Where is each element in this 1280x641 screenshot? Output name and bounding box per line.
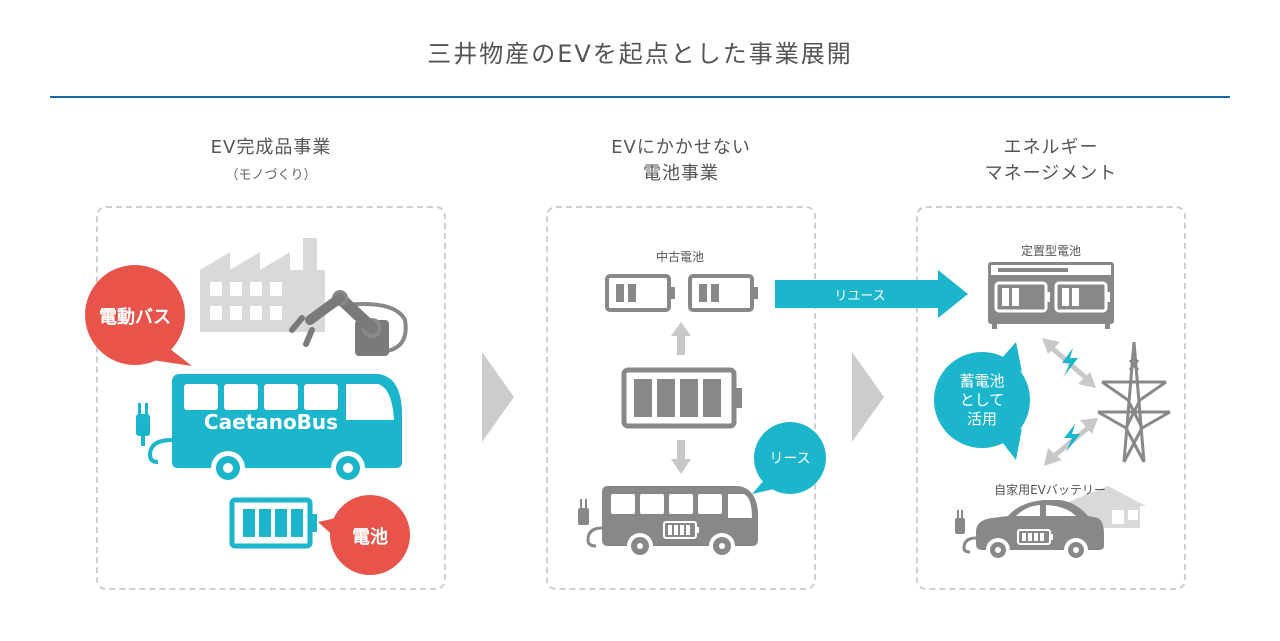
up-arrow-icon: [671, 322, 691, 355]
column-2-title-line1: EVにかかせない: [611, 137, 751, 158]
storage-bubble: [934, 342, 1030, 460]
robot-arm-icon: [289, 290, 408, 356]
bus-brand-label: CaetanoBus: [203, 410, 339, 434]
home-ev-battery-label: 自家用EVバッテリー: [994, 483, 1106, 497]
reuse-arrow-label: リユース: [834, 289, 886, 304]
exchange-arrow-upper-icon: [1042, 338, 1096, 388]
column-2-title: EVにかかせない 電池事業: [546, 135, 816, 187]
page-title: 三井物産のEVを起点とした事業展開: [427, 40, 853, 68]
storage-bubble-line3: 活用: [966, 410, 997, 428]
power-tower-icon: [1097, 341, 1171, 463]
battery-bubble-label: 電池: [352, 527, 388, 548]
battery-pack-icon: [621, 367, 742, 429]
column-1-subtitle: （モノづくり）: [225, 168, 317, 183]
battery-icon: [229, 497, 317, 549]
column-3-title: エネルギー マネージメント: [916, 135, 1186, 187]
panel-battery-business: [546, 206, 816, 590]
column-3-title-line2: マネージメント: [984, 163, 1118, 184]
electric-bus-icon: [136, 374, 402, 485]
electric-bus-bubble: [85, 265, 192, 366]
storage-bubble-label: 蓄電池 として 活用: [934, 372, 1030, 429]
electric-bus-bubble-label: 電動バス: [99, 307, 171, 328]
used-battery-2-icon: [688, 274, 758, 312]
down-arrow-icon: [671, 440, 691, 474]
panel-ev-products: [96, 206, 446, 590]
panel-energy-management: [916, 206, 1186, 590]
lease-bubble: [752, 422, 826, 494]
flow-chevron-2: [852, 352, 884, 442]
home-ev-car-icon: [955, 500, 1104, 562]
lightning-upper-icon: [1062, 348, 1078, 376]
used-battery-label: 中古電池: [655, 250, 704, 264]
reuse-arrow: [775, 270, 968, 318]
stationary-battery-label: 定置型電池: [1020, 244, 1081, 258]
lightning-lower-icon: [1064, 424, 1080, 452]
battery-bubble: [318, 495, 410, 575]
column-3-title-line1: エネルギー: [1003, 137, 1099, 158]
column-2-title-line2: 電池事業: [643, 163, 719, 184]
storage-bubble-line1: 蓄電池: [959, 372, 1005, 390]
used-battery-1-icon: [605, 274, 675, 312]
flow-chevron-1: [482, 352, 514, 442]
lease-bubble-label: リース: [769, 451, 811, 467]
storage-bubble-line2: として: [959, 391, 1005, 409]
column-1-title: EV完成品事業: [210, 137, 332, 158]
title-divider: [50, 96, 1230, 98]
stationary-battery-icon: [988, 262, 1114, 329]
leased-bus-icon: [578, 486, 758, 559]
factory-icon: [200, 238, 325, 332]
